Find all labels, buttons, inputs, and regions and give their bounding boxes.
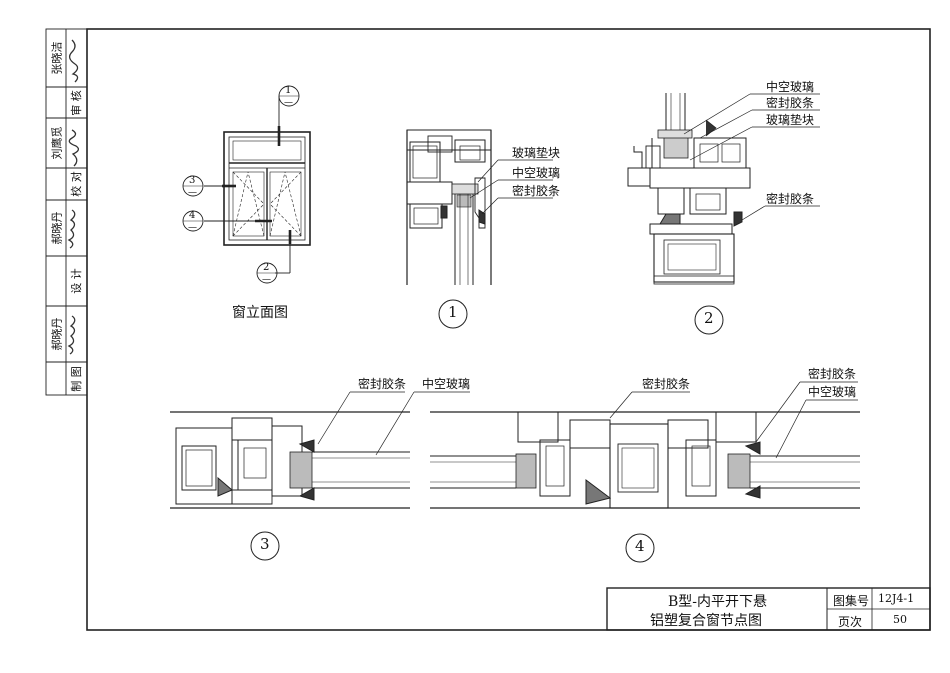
detail-4-label-seal-strip-center: 密封胶条	[642, 377, 691, 391]
elevation-caption: 窗立面图	[232, 305, 288, 321]
sidebar-cell-drafter-name: 郝晓丹	[50, 317, 63, 351]
elevation-callout-1-sub: —	[284, 98, 293, 108]
elevation-callout-3-sub: —	[188, 188, 197, 198]
sidebar-cell-design: 设 计	[70, 268, 83, 294]
detail-2-label-seal-strip-bottom: 密封胶条	[766, 192, 815, 206]
title-block-frame	[606, 587, 931, 631]
detail-1-label-glass-block: 玻璃垫块	[512, 146, 561, 160]
detail-4-label-insulating-glass: 中空玻璃	[808, 385, 857, 399]
sidebar-frame	[45, 28, 88, 396]
detail-2-section	[627, 93, 820, 335]
sidebar-cell-review: 审 核	[70, 89, 83, 116]
sidebar-cell-drafting: 制 图	[70, 365, 83, 392]
page-number-value: 50	[893, 613, 907, 626]
detail-4-number: 4	[635, 537, 645, 555]
page-number-label: 页次	[838, 615, 863, 629]
detail-4-label-seal-strip-right: 密封胶条	[808, 367, 857, 381]
atlas-number-label: 图集号	[833, 594, 870, 608]
elevation-callout-4-sub: —	[188, 223, 197, 233]
title-line-1: B型-内平开下悬	[668, 594, 768, 610]
sidebar-cell-checker-name: 刘鹰觅	[50, 126, 63, 160]
detail-1-label-seal-strip: 密封胶条	[512, 184, 561, 198]
detail-3-label-seal-strip: 密封胶条	[358, 377, 407, 391]
atlas-number-value: 12J4-1	[878, 592, 915, 605]
detail-2-label-glass-block: 玻璃垫块	[766, 113, 815, 127]
detail-2-label-seal-strip-top: 密封胶条	[766, 96, 815, 110]
sidebar-cell-designer-name: 郝晓丹	[50, 211, 63, 245]
elevation-callout-2-sub: —	[262, 275, 271, 285]
detail-2-label-insulating-glass: 中空玻璃	[766, 80, 815, 94]
sidebar-cell-reviewer-name: 张晓洁	[50, 41, 63, 75]
detail-1-number: 1	[448, 303, 458, 321]
detail-3-label-insulating-glass: 中空玻璃	[422, 377, 471, 391]
elevation-callout-3-number: 3	[189, 175, 196, 186]
detail-2-number: 2	[704, 309, 714, 327]
detail-1-section	[406, 129, 553, 329]
elevation-callout-2-number: 2	[263, 262, 270, 273]
window-elevation	[182, 85, 311, 284]
sidebar-cell-check: 校 对	[70, 171, 83, 197]
detail-1-label-insulating-glass: 中空玻璃	[512, 166, 561, 180]
title-line-2: 铝塑复合窗节点图	[650, 613, 762, 629]
detail-3-number: 3	[260, 535, 270, 553]
elevation-callout-1-number: 1	[285, 85, 292, 96]
elevation-callout-4-number: 4	[189, 210, 196, 221]
detail-3-section	[170, 391, 470, 561]
detail-4-section	[430, 381, 860, 563]
signature-marks	[67, 39, 80, 355]
